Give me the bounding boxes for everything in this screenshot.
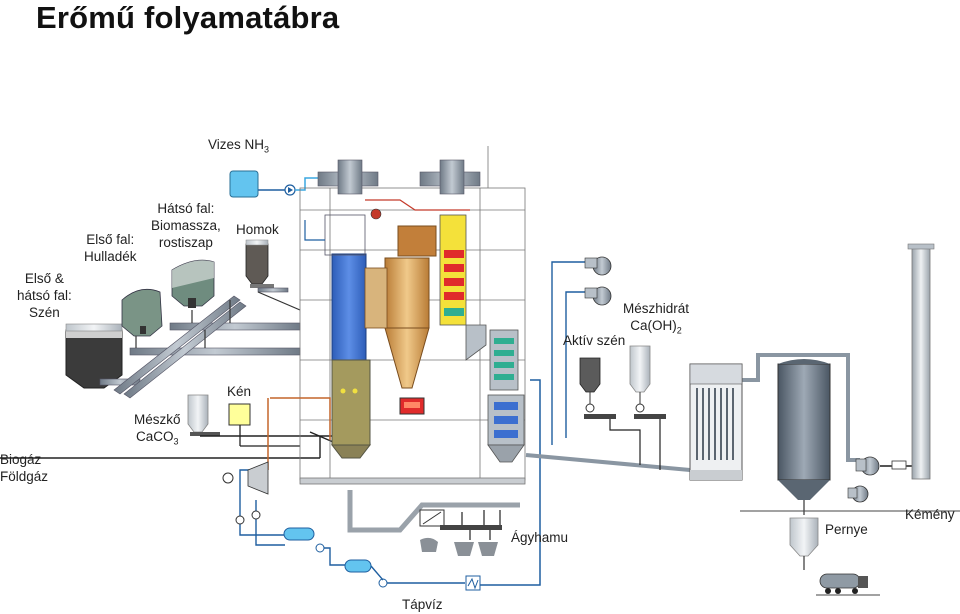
sorbent-lines (609, 419, 661, 470)
nh3-label: Vizes NH3 (208, 137, 270, 155)
furnace (324, 208, 382, 459)
lime-silo (629, 345, 666, 419)
sulphur-label: Kén (227, 384, 252, 399)
cyclone (364, 225, 437, 415)
activated-carbon-label: Aktív szén (563, 333, 626, 348)
rear-wall-fuel-label: Hátsó fal: Biomassza, rostiszap (151, 201, 221, 250)
top-blowers (584, 256, 612, 306)
fly-ash-silo (789, 517, 880, 596)
feedwater-label: Tápvíz (402, 597, 443, 612)
waste-silo (121, 288, 163, 337)
diagram-title: Erőmű folyamatábra (36, 0, 340, 35)
fans-top (317, 159, 481, 195)
sand-silo (245, 239, 274, 288)
limestone-label: Mészkő CaCO3 (134, 412, 181, 447)
scrubber (777, 359, 831, 515)
limestone-silo (187, 394, 220, 436)
boiler-pipes (267, 199, 541, 586)
fuel-conveyors (99, 287, 301, 399)
feedwater-loop (222, 461, 481, 591)
sulphur-box (228, 403, 300, 447)
conveyor-drops (135, 291, 301, 348)
sand-label: Homok (236, 222, 279, 237)
activated-carbon-silo (579, 357, 616, 419)
convection-pass (439, 214, 525, 463)
activated-carbon-line (551, 261, 585, 445)
bag-filter (689, 363, 743, 481)
bottom-ash-label: Ágyhamu (511, 530, 569, 545)
lime-label: Mészhidrát Ca(OH)2 (623, 301, 690, 336)
id-fan (847, 456, 912, 503)
fly-ash-label: Pernye (825, 522, 868, 537)
gas-label: Biogáz Földgáz (0, 452, 49, 484)
coal-silo (65, 323, 123, 389)
coal-label: Első & hátsó fal: Szén (17, 271, 72, 320)
ash-handling (347, 490, 520, 556)
chimney-label: Kémény (905, 507, 955, 522)
flue-duct (525, 353, 860, 472)
front-wall-fuel-label: Első fal: Hulladék (84, 232, 137, 264)
chimney (907, 243, 935, 480)
biomass-silo (171, 259, 215, 308)
